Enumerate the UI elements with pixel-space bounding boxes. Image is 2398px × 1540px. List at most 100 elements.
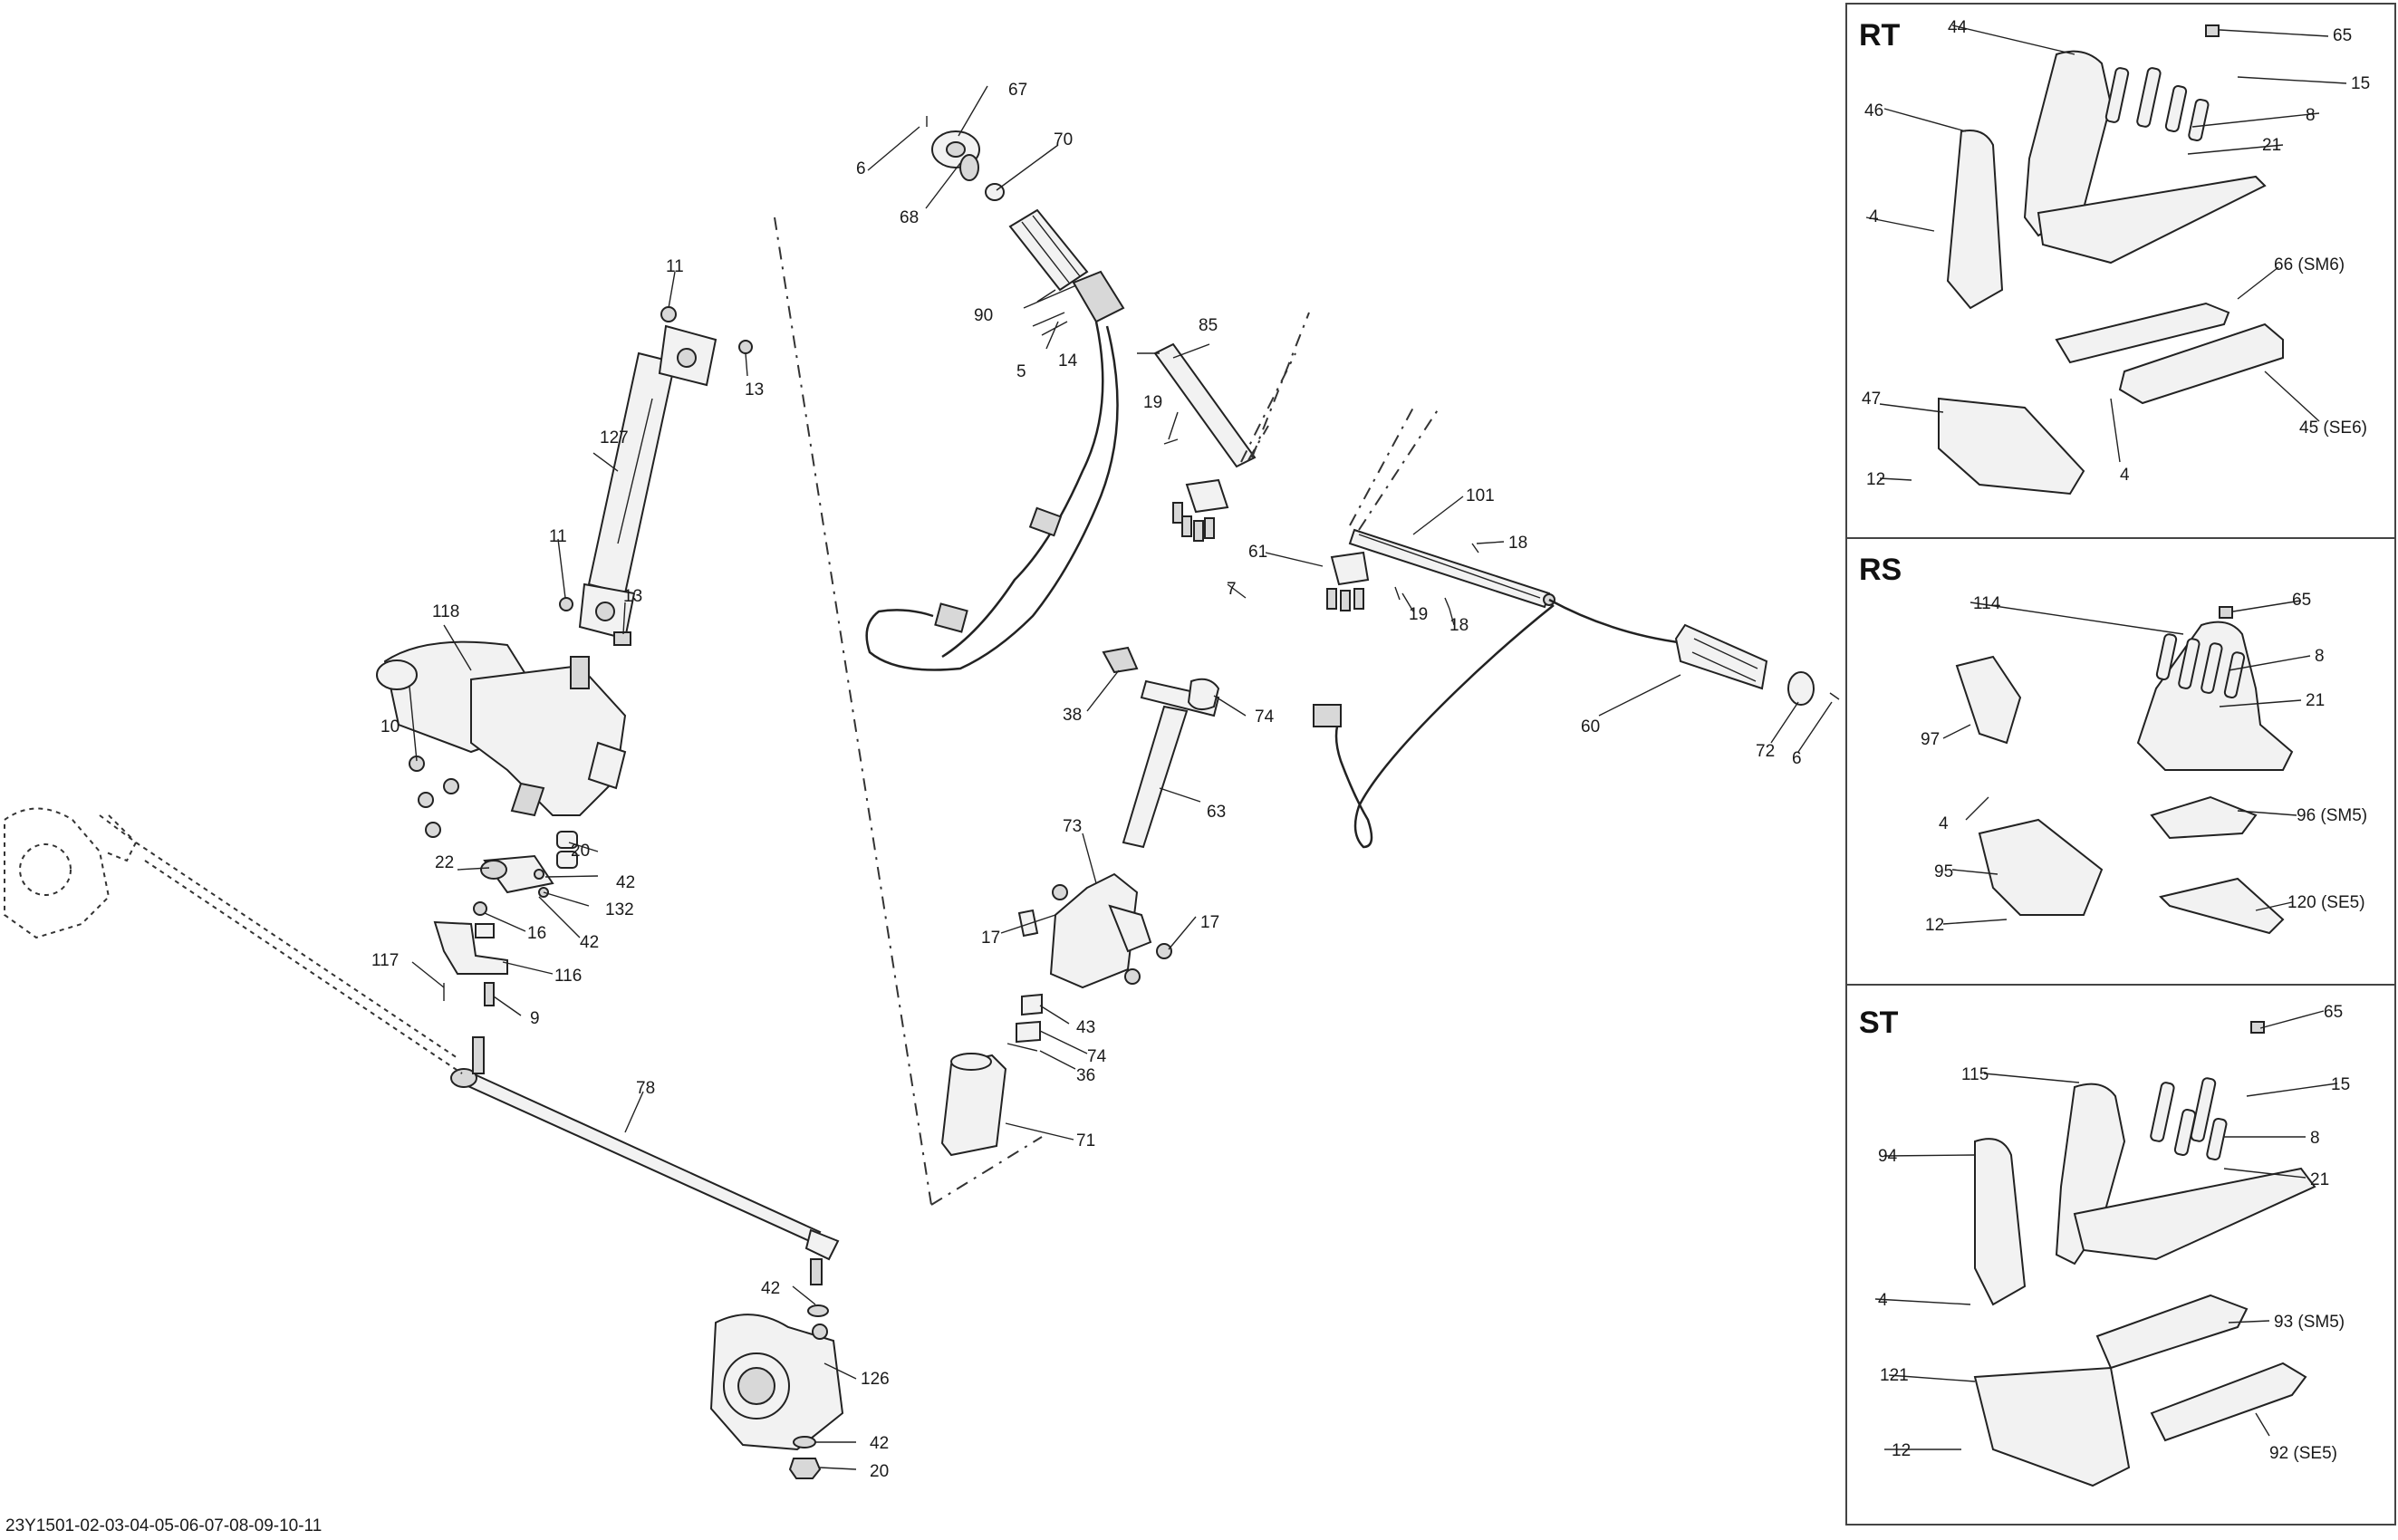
callout-14: 14 — [1058, 351, 1078, 371]
callout-labels: 6 67 70 68 90 5 14 85 19 61 7 101 18 19 … — [5, 18, 2370, 1535]
tie-rod-stud — [472, 1036, 485, 1074]
st-callout-92: 92 (SE5) — [2269, 1444, 2337, 1463]
callout-43: 43 — [1076, 1018, 1095, 1037]
bolt-17a — [1052, 884, 1068, 900]
rs-callout-65: 65 — [2292, 591, 2311, 610]
panel-st-frame — [1845, 984, 2396, 1526]
rt-lower-cover-47 — [1938, 397, 2085, 496]
rt-callout-65: 65 — [2333, 26, 2352, 45]
callout-18: 18 — [1508, 534, 1527, 553]
rs-deflector-96 — [2150, 795, 2258, 840]
rt-callout-44: 44 — [1948, 18, 1968, 37]
panel-rt-title: RT — [1859, 18, 1901, 53]
handlebar-clamp-61b — [1330, 551, 1370, 586]
callout-38: 38 — [1063, 706, 1082, 725]
callout-42d: 42 — [870, 1434, 889, 1453]
rs-callout-95: 95 — [1934, 862, 1953, 881]
rt-console-base — [2037, 175, 2267, 265]
callout-116: 116 — [554, 967, 582, 986]
rt-bolts-15 — [2104, 67, 2210, 142]
callout-42: 42 — [616, 873, 635, 892]
callout-118: 118 — [432, 602, 459, 621]
rt-deflector-45 — [2118, 322, 2284, 405]
bushing-74-lower — [1016, 1020, 1041, 1044]
phantom-line-2 — [930, 1136, 1043, 1206]
rt-callout-66: 66 (SM6) — [2274, 255, 2345, 274]
callout-117: 117 — [371, 951, 399, 970]
rt-callout-46: 46 — [1864, 101, 1883, 120]
st-callout-93: 93 (SM5) — [2274, 1313, 2345, 1332]
rs-callout-114: 114 — [1973, 594, 2001, 613]
washer-16 — [473, 901, 487, 916]
variant-panels — [1845, 3, 2396, 1526]
st-callout-115: 115 — [1961, 1065, 1989, 1084]
callout-101: 101 — [1466, 486, 1495, 505]
rs-callout-21: 21 — [2306, 691, 2325, 710]
rt-callout-4b: 4 — [2120, 466, 2130, 485]
bolt-11-lower — [559, 597, 573, 611]
spacer — [475, 923, 495, 938]
rs-lower-cover-95 — [1978, 818, 2104, 916]
st-callout-15: 15 — [2331, 1075, 2350, 1094]
st-callout-21: 21 — [2310, 1170, 2329, 1189]
rs-callout-4: 4 — [1939, 814, 1949, 833]
callout-71: 71 — [1076, 1131, 1095, 1150]
callout-11: 11 — [666, 257, 684, 276]
st-callout-65: 65 — [2324, 1003, 2343, 1022]
rs-callout-12: 12 — [1925, 916, 1944, 935]
nut-13-upper — [738, 340, 753, 354]
callout-22: 22 — [435, 853, 454, 872]
callout-6: 6 — [856, 159, 866, 178]
screw-9 — [484, 982, 495, 1006]
rs-callout-120: 120 (SE5) — [2287, 893, 2365, 912]
callout-18b: 18 — [1449, 616, 1469, 635]
rt-console-44 — [2023, 50, 2113, 237]
callout-78: 78 — [636, 1079, 655, 1098]
st-side-panel-94 — [1974, 1138, 2027, 1306]
screw-19a — [1163, 438, 1179, 445]
rt-callout-4: 4 — [1869, 207, 1879, 226]
st-callout-121: 121 — [1880, 1366, 1909, 1385]
right-wire — [1334, 604, 1555, 849]
rt-callout-8: 8 — [2306, 106, 2316, 125]
callout-70: 70 — [1054, 130, 1073, 149]
phantom-line-1 — [774, 217, 932, 1206]
screw-5 — [1036, 289, 1056, 303]
phantom-tie-rod — [108, 814, 463, 1074]
rt-callout-15: 15 — [2351, 74, 2370, 93]
callout-68: 68 — [900, 208, 919, 227]
handlebar-centerline-right — [1349, 405, 1441, 531]
callout-67: 67 — [1008, 81, 1027, 100]
rt-callout-21: 21 — [2262, 136, 2281, 155]
tie-rod-end — [804, 1228, 840, 1261]
screw-18a — [1471, 543, 1479, 553]
bracket-116 — [433, 920, 508, 975]
steering-shaft-127 — [587, 351, 677, 595]
panel-st-title: ST — [1859, 1006, 1899, 1040]
rt-side-panel-46 — [1946, 130, 2004, 310]
washer-42-knuckle — [793, 1436, 816, 1449]
diagram-code: 23Y1501-02-03-04-05-06-07-08-09-10-11 — [5, 1516, 322, 1535]
steering-gearbox-housing — [470, 664, 627, 816]
st-console-base — [2073, 1167, 2316, 1261]
rs-deflector-120 — [2159, 877, 2285, 935]
callout-74b: 74 — [1087, 1047, 1107, 1066]
callout-19b: 19 — [1409, 605, 1428, 624]
callout-74: 74 — [1255, 707, 1275, 727]
left-grip-90 — [1008, 208, 1089, 292]
callout-20b: 20 — [870, 1462, 889, 1481]
callout-19: 19 — [1143, 393, 1162, 412]
st-deflector-93 — [2095, 1294, 2249, 1370]
st-callout-12: 12 — [1892, 1441, 1911, 1460]
nut-20 — [788, 1458, 822, 1479]
steering-block-73 — [1049, 872, 1139, 989]
callout-90: 90 — [974, 306, 993, 325]
callout-7: 7 — [1227, 580, 1237, 599]
steering-stem-63 — [1122, 705, 1189, 849]
callout-132: 132 — [605, 900, 634, 919]
nut-13-lower — [613, 631, 631, 646]
bushing-43 — [1021, 993, 1043, 1016]
screw-19b — [1394, 586, 1401, 601]
st-callout-4: 4 — [1878, 1291, 1888, 1310]
callout-13b: 13 — [623, 587, 642, 606]
